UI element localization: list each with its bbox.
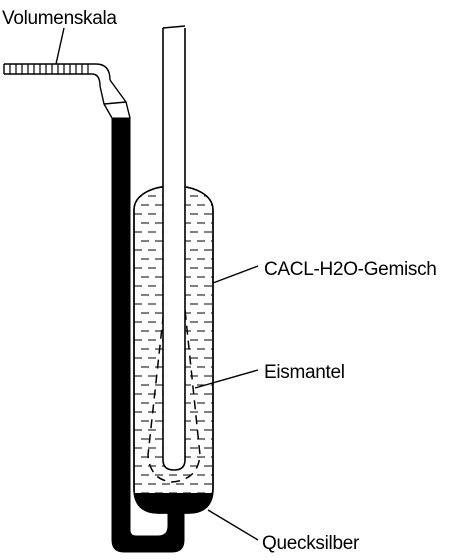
volume-scale-tube bbox=[3, 63, 111, 87]
leader-volumenskala bbox=[55, 27, 65, 65]
ice-mantle bbox=[147, 299, 201, 483]
scale-ticks bbox=[9, 64, 89, 74]
mercury-pool bbox=[134, 493, 213, 513]
inner-test-tube bbox=[162, 28, 186, 471]
label-quecksilber: Quecksilber bbox=[262, 533, 360, 554]
label-volumenskala: Volumenskala bbox=[2, 8, 117, 29]
funnel-connector bbox=[99, 79, 131, 119]
leader-eismantel bbox=[194, 369, 259, 389]
leader-quecksilber bbox=[207, 509, 259, 541]
leader-gemisch bbox=[212, 265, 259, 284]
label-gemisch: CACL-H2O-Gemisch bbox=[264, 259, 437, 280]
label-eismantel: Eismantel bbox=[264, 362, 345, 383]
tube-rim bbox=[162, 25, 186, 29]
